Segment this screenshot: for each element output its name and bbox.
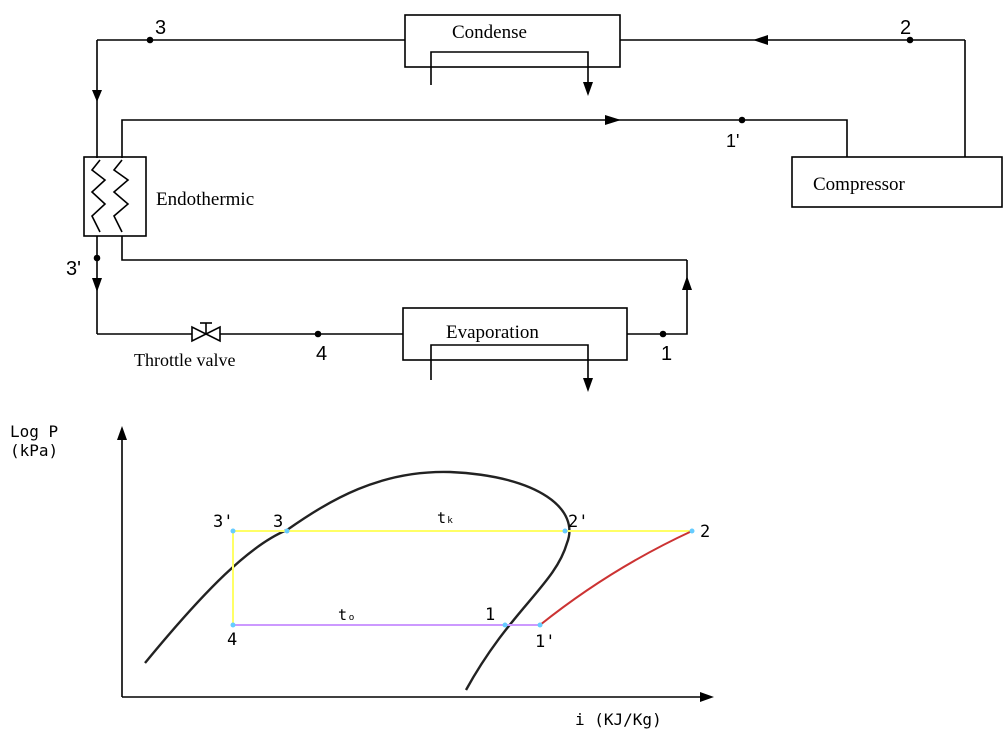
point-label-1prime: 1' [726,131,739,151]
marker-3prime [230,528,236,534]
arrow-condenser-out [583,82,593,96]
point-label-3prime: 3' [66,258,81,280]
chart-label-2: 2 [700,522,710,542]
point-label-2: 2 [900,17,911,39]
dot-point-3prime [93,254,101,262]
throttle-right-tri [204,325,221,343]
y-axis-arrow [117,426,127,440]
condenser-coil [430,51,589,90]
x-axis-label: i (KJ/Kg) [575,710,662,729]
marker-2 [689,528,695,534]
saturation-dome [144,470,571,691]
chart-label-1: 1 [485,605,495,625]
marker-1prime [537,622,543,628]
condenser-box [404,14,621,68]
throttle-left-tri [191,325,208,343]
dot-point-1 [659,330,667,338]
evaporator-coil [430,344,589,385]
ph-chart: Log P (kPa) i (KJ/Kg) 3' 3 2' 2 4 1 1' t… [10,422,714,729]
marker-3 [284,528,290,534]
point-label-1: 1 [661,343,672,365]
compression-curve [539,530,693,626]
pipe-evap-out-up [627,260,688,335]
hx-coil-right [112,159,130,233]
point-label-4: 4 [316,343,327,365]
arrow-down-left-top [92,90,102,102]
pipe-hx-to-compressor [121,119,848,158]
chart-label-3: 3 [273,512,283,532]
y-axis-label-line1: Log P [10,422,58,441]
dot-point-4 [314,330,322,338]
dot-point-3 [146,36,154,44]
point-label-3: 3 [155,17,166,39]
dot-point-2 [906,36,914,44]
hx-coil-left [90,159,107,233]
chart-label-1prime: 1' [535,632,555,652]
marker-2prime [562,528,568,534]
chart-label-2prime: 2' [568,512,588,532]
evaporator-label: Evaporation [446,322,539,343]
compressor-box [791,156,1003,208]
x-axis-arrow [700,692,714,702]
heat-exchanger-label: Endothermic [156,189,254,210]
cycle-labels: Condense Compressor Endothermic Evaporat… [66,17,911,370]
dot-point-1prime [738,116,746,124]
arrow-up-right [682,276,692,290]
marker-4 [230,622,236,628]
heat-exchanger-box [83,156,147,237]
arrow-right-suction [605,115,621,125]
arrow-left-top [753,35,768,45]
arrow-evaporator-out [583,378,593,392]
pipe-return-to-hx [121,236,687,261]
marker-1 [502,622,508,628]
chart-label-te: tₒ [338,606,356,624]
throttle-valve-label: Throttle valve [134,350,235,370]
chart-label-tc: tₖ [437,509,455,527]
y-axis-label-line2: (kPa) [10,441,58,460]
arrow-down-left-bottom [92,278,102,292]
cycle-schematic [83,14,1003,392]
chart-label-3prime: 3' [213,512,233,532]
chart-label-4: 4 [227,630,237,650]
condenser-label: Condense [452,22,527,43]
compressor-label: Compressor [813,174,906,195]
